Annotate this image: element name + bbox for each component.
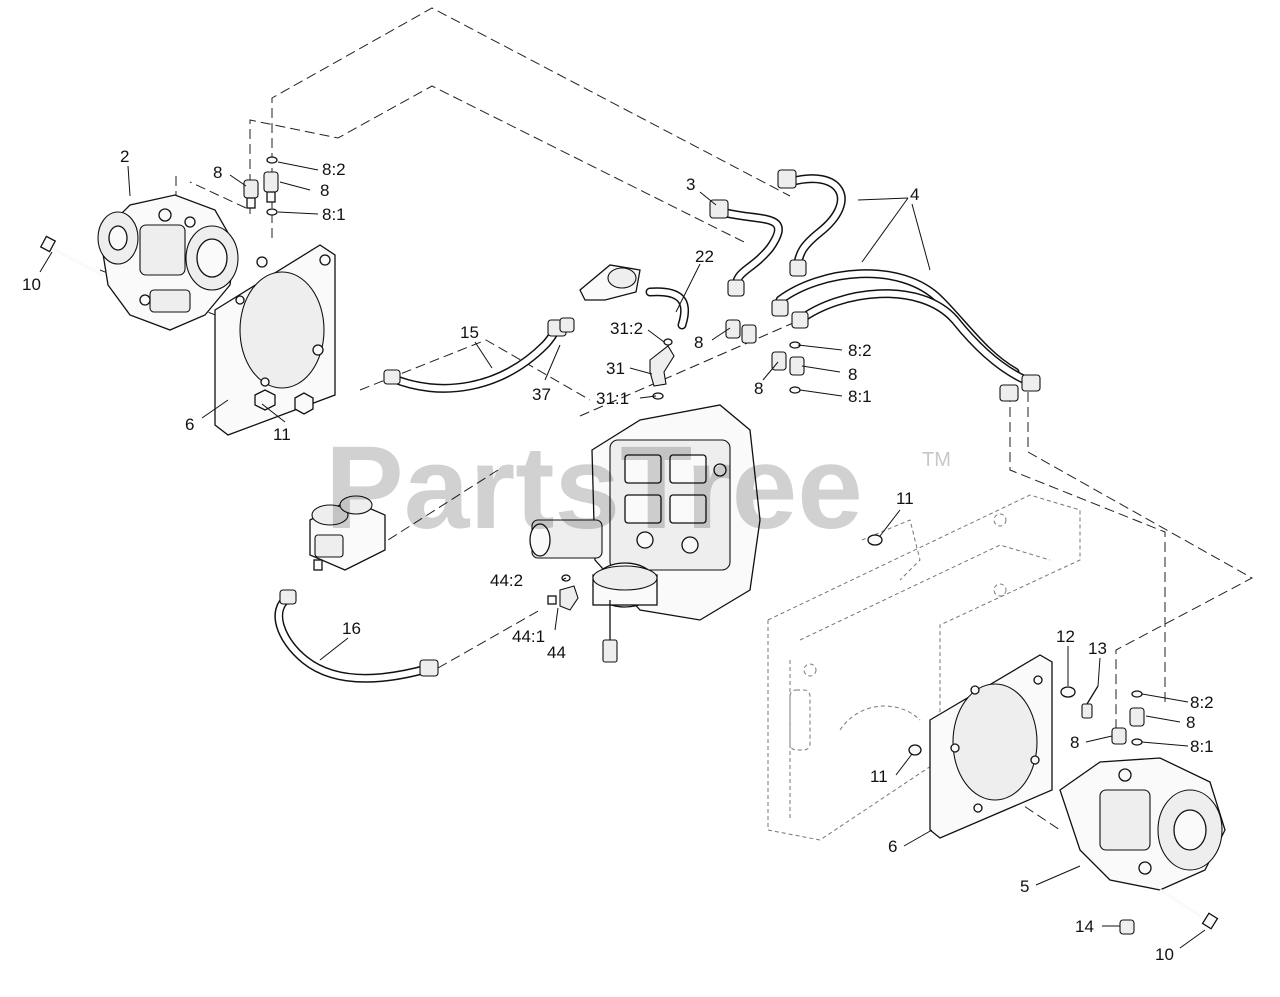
label-44: 44 [547, 643, 566, 662]
label-8-2-left: 8:2 [322, 160, 346, 179]
right-bolt [1159, 888, 1219, 930]
label-11-mid: 11 [896, 489, 914, 508]
fittings-44 [547, 574, 579, 611]
label-8-left-b: 8 [320, 181, 329, 200]
watermark-text: PartsTree [325, 422, 863, 554]
label-3: 3 [686, 175, 695, 194]
label-8-mid-b: 8 [754, 379, 763, 398]
label-5: 5 [1020, 877, 1029, 896]
left-fittings [243, 156, 279, 216]
label-31: 31 [606, 359, 625, 378]
right-gasket-plate [929, 654, 1053, 839]
label-10-right: 10 [1155, 945, 1174, 964]
label-4: 4 [910, 185, 919, 204]
label-22: 22 [695, 247, 714, 266]
label-15: 15 [460, 323, 479, 342]
callout-labels: 2 10 8 8 8:2 8:1 6 11 3 4 22 15 31:2 31 … [22, 147, 1214, 964]
label-8-1-left: 8:1 [322, 205, 346, 224]
label-44-2: 44:2 [490, 571, 523, 590]
label-6-left: 6 [185, 415, 194, 434]
left-nuts [254, 389, 314, 415]
label-8-mid-a: 8 [694, 333, 703, 352]
label-13: 13 [1088, 639, 1107, 658]
watermark: PartsTree TM [325, 422, 951, 554]
valve-bracket [579, 264, 641, 301]
label-14: 14 [1075, 917, 1094, 936]
upper-hoses [645, 169, 1041, 402]
center-pump-block [529, 404, 761, 663]
label-11-left: 11 [273, 425, 291, 444]
label-44-1: 44:1 [512, 627, 545, 646]
frame-ghost [767, 494, 1081, 841]
label-6-right: 6 [888, 837, 897, 856]
label-8-2-mid: 8:2 [848, 341, 872, 360]
label-31-1: 31:1 [596, 389, 629, 408]
right-pump-assembly [1059, 757, 1226, 891]
label-8-right-a: 8 [1186, 713, 1195, 732]
label-11-right: 11 [870, 767, 888, 786]
label-31-2: 31:2 [610, 319, 643, 338]
leader-lines [39, 161, 1206, 949]
middle-fittings [649, 319, 805, 400]
label-8-right-b: 8 [1070, 733, 1079, 752]
left-valve-block [309, 495, 386, 571]
label-8-left-a: 8 [213, 163, 222, 182]
label-12: 12 [1056, 627, 1075, 646]
label-8-1-mid: 8:1 [848, 387, 872, 406]
right-small-parts [867, 534, 1145, 935]
left-pump-assembly [97, 194, 239, 331]
watermark-tm: TM [922, 449, 951, 471]
label-10-left: 10 [22, 275, 41, 294]
left-bolt [39, 235, 103, 277]
hose-16 [274, 589, 439, 683]
label-37: 37 [532, 385, 551, 404]
label-2: 2 [120, 147, 129, 166]
label-8-2-right: 8:2 [1190, 693, 1214, 712]
label-8-mid-c: 8 [848, 365, 857, 384]
label-16: 16 [342, 619, 361, 638]
left-gasket-plate [214, 244, 336, 436]
hose-15 [383, 317, 575, 393]
label-8-1-right: 8:1 [1190, 737, 1214, 756]
